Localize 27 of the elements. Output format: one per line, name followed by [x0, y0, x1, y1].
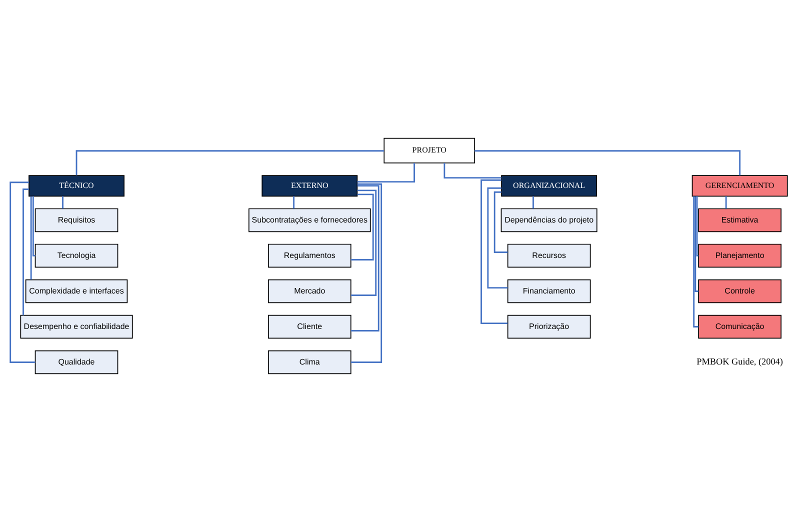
connector [693, 196, 698, 327]
connector [725, 196, 727, 208]
connector [694, 196, 698, 292]
node-box: ORGANIZACIONAL [501, 174, 598, 196]
connector [350, 193, 374, 260]
connector [62, 196, 64, 208]
node-box: PROJETO [384, 137, 476, 163]
connector [350, 184, 380, 331]
connector [293, 196, 294, 208]
connector [351, 189, 377, 296]
connector [487, 186, 508, 288]
connector [494, 190, 508, 252]
connector [357, 162, 415, 182]
connector [350, 182, 382, 362]
connector [532, 196, 534, 208]
connector [76, 150, 384, 175]
connector [696, 196, 698, 256]
connector [32, 196, 36, 256]
connector [474, 150, 741, 175]
connector [30, 196, 32, 280]
node-box: GERENCIAMENTO [692, 174, 788, 196]
connector [22, 188, 29, 315]
node-box: TÉCNICO [28, 174, 124, 196]
node-box: EXTERNO [262, 174, 358, 196]
connector [480, 178, 508, 324]
label: PMBOK Guide, (2004) [696, 356, 783, 366]
connector [10, 181, 36, 362]
